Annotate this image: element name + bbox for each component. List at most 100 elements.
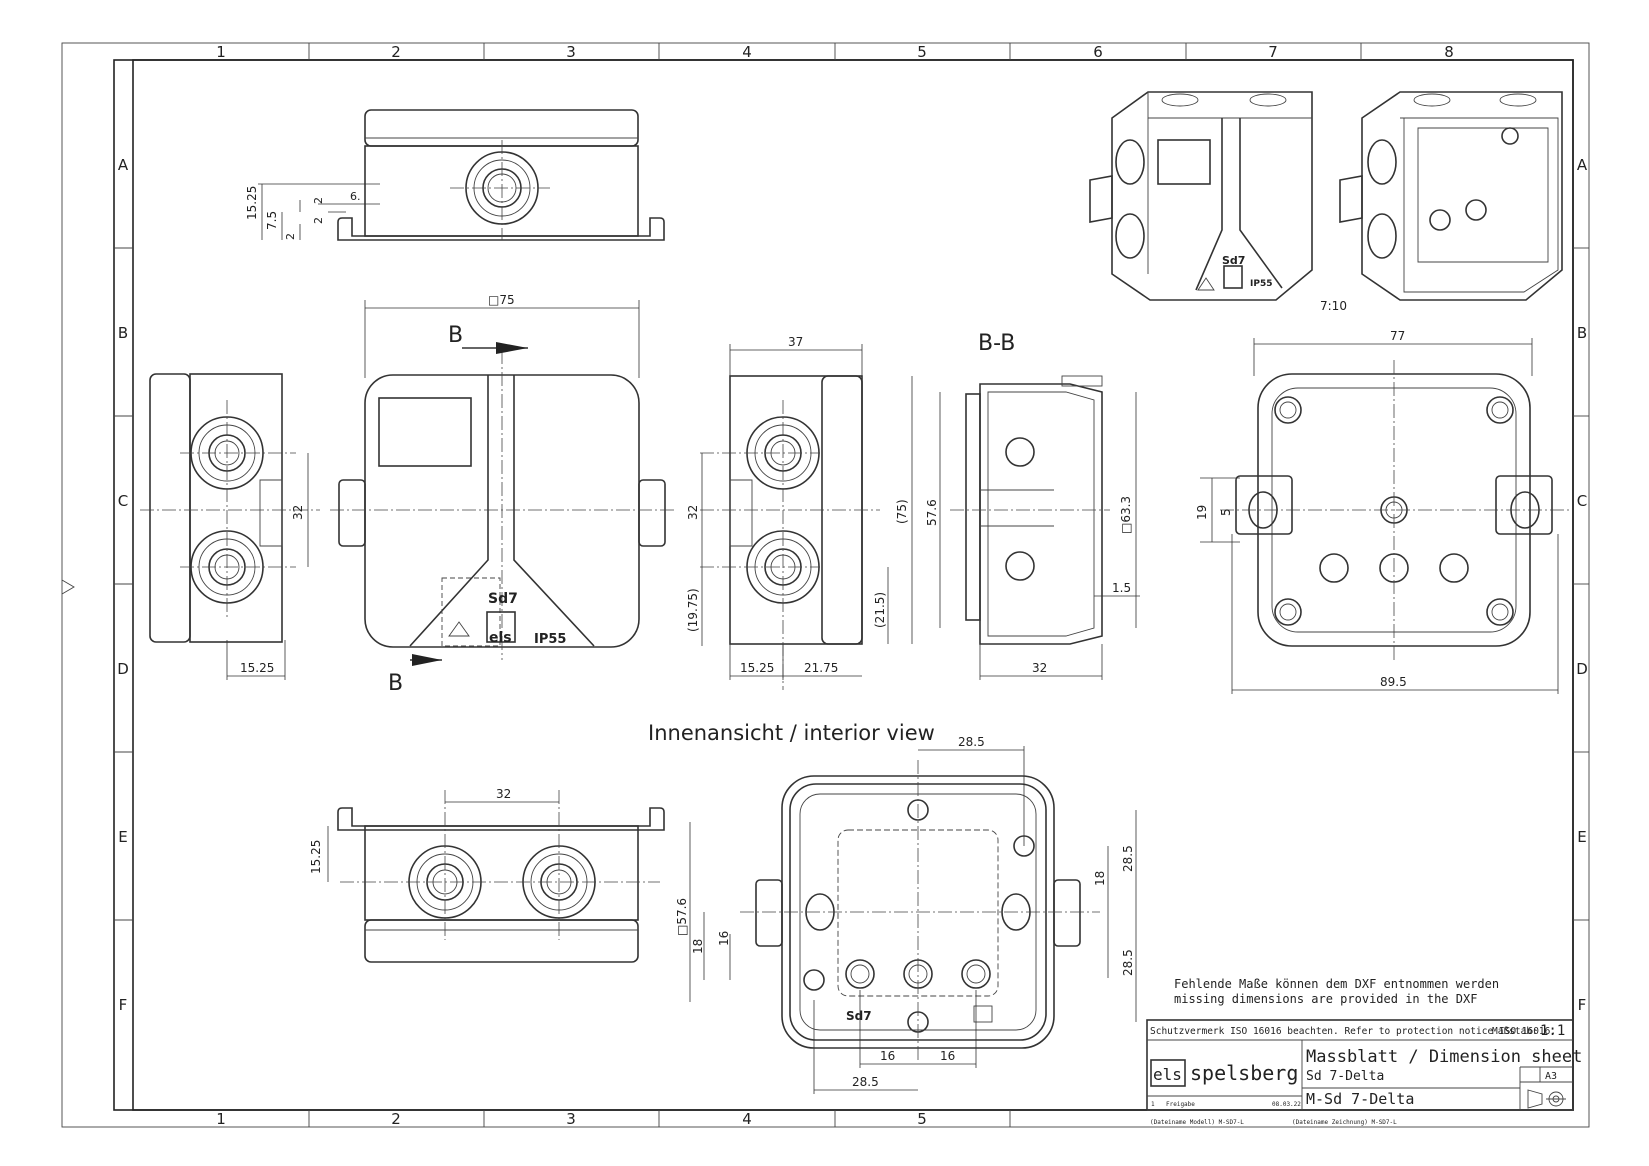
iso-vde-mark-icon xyxy=(1197,277,1215,291)
row-label-c: C xyxy=(118,492,128,510)
dim-top-2a: 2 xyxy=(284,233,297,240)
col-label-bottom-2: 2 xyxy=(391,1110,401,1128)
dim-side-15-25: 15.25 xyxy=(740,661,774,675)
section-arrow-top-icon xyxy=(496,342,528,354)
dim-side-75: (75) xyxy=(895,499,909,524)
dim-front-75: □75 xyxy=(488,293,515,307)
row-label-right-f: F xyxy=(1578,996,1587,1014)
interior-view: Sd7 28.5 □57.6 18 16 18 28.5 28.5 16 16 … xyxy=(675,735,1137,1094)
note-line-de: Fehlende Maße können dem DXF entnommen w… xyxy=(1174,977,1499,991)
left-side-view: 32 15.25 xyxy=(140,373,320,680)
drawing-frame: 1 2 3 4 5 6 7 8 1 2 3 4 5 A B C D E F A … xyxy=(61,42,1590,1128)
file-name-drawing: (Dateiname Zeichnung) M-SD7-L xyxy=(1292,1119,1397,1126)
drawing-number: M-Sd 7-Delta xyxy=(1306,1090,1414,1108)
dim-int-28-5-bottom: 28.5 xyxy=(852,1075,879,1089)
status: Freigabe xyxy=(1166,1101,1195,1108)
dim-sec-1-5: 1.5 xyxy=(1112,581,1131,595)
row-label-right-b: B xyxy=(1577,324,1587,342)
row-label-d: D xyxy=(117,660,129,678)
interior-els-mark-icon xyxy=(973,1005,993,1023)
note-line-en: missing dimensions are provided in the D… xyxy=(1174,992,1477,1006)
file-name-model: (Dateiname Modell) M-SD7-L xyxy=(1150,1119,1244,1126)
iso-mark-sd7: Sd7 xyxy=(1222,254,1245,267)
dim-int-28-5-top: 28.5 xyxy=(958,735,985,749)
row-label-right-a: A xyxy=(1577,156,1588,174)
dim-int-57-6: □57.6 xyxy=(675,898,689,936)
interior-view-title: Innenansicht / interior view xyxy=(648,721,935,745)
section-marker-bottom: B xyxy=(388,671,403,696)
dim-bot-32: 32 xyxy=(496,787,511,801)
projection-symbol-icon xyxy=(1527,1089,1566,1109)
dim-side-19-75: (19.75) xyxy=(686,588,700,632)
dim-int-16a: 16 xyxy=(880,1049,895,1063)
row-label-e: E xyxy=(118,828,127,846)
dim-right-5: 5 xyxy=(1219,508,1233,516)
dim-int-18-left: 18 xyxy=(691,939,705,954)
dim-top-15-25: 15.25 xyxy=(245,186,259,220)
dim-top-6: 6. xyxy=(350,190,361,203)
open-top-view: 77 19 5 89.5 xyxy=(1195,329,1570,694)
dim-side-21-75: 21.75 xyxy=(804,661,838,675)
dim-right-77: 77 xyxy=(1390,329,1405,343)
row-label-a: A xyxy=(118,156,129,174)
centering-mark-icon xyxy=(61,579,75,595)
mark-els: els xyxy=(489,630,512,646)
isometric-closed-view: Sd7 IP55 xyxy=(1089,91,1313,301)
section-arrow-bottom-icon xyxy=(412,654,442,666)
iso-mark-ip55: IP55 xyxy=(1250,279,1272,289)
section-marker-top: B xyxy=(448,323,463,348)
paper-format: A3 xyxy=(1545,1071,1557,1082)
sheet-title: Massblatt / Dimension sheet xyxy=(1306,1047,1582,1067)
section-title: B-B xyxy=(978,331,1015,356)
col-label-7: 7 xyxy=(1268,43,1278,61)
dim-int-16-left: 16 xyxy=(717,931,731,946)
col-label-2: 2 xyxy=(391,43,401,61)
bottom-view: 32 15.25 xyxy=(309,787,665,963)
col-label-6: 6 xyxy=(1093,43,1103,61)
top-view: 15.25 7.5 2 2 2 6. xyxy=(245,109,665,241)
col-label-3: 3 xyxy=(566,43,576,61)
dim-bot-15-25: 15.25 xyxy=(309,840,323,874)
mark-sd7: Sd7 xyxy=(488,591,518,607)
front-view: Sd7 IP55 els B B □75 xyxy=(330,293,675,696)
dim-right-89-5: 89.5 xyxy=(1380,675,1407,689)
vde-mark-icon xyxy=(448,621,470,637)
row-label-right-c: C xyxy=(1577,492,1587,510)
brand-mark: els xyxy=(1153,1065,1182,1084)
dim-top-2b: 2 xyxy=(312,197,325,204)
col-label-bottom-5: 5 xyxy=(917,1110,927,1128)
protection-notice: Schutzvermerk ISO 16016 beachten. Refer … xyxy=(1150,1026,1556,1037)
revision: 1 xyxy=(1151,1101,1155,1108)
scale-label: Maßstab: xyxy=(1492,1026,1538,1037)
right-side-view: 37 32 (19.75) (75) (21.5) 15.25 21.75 xyxy=(686,335,913,690)
row-label-f: F xyxy=(119,996,128,1014)
interior-mark-sd7: Sd7 xyxy=(846,1009,872,1023)
dim-sec-57-6: 57.6 xyxy=(925,499,939,526)
dim-sec-32: 32 xyxy=(1032,661,1047,675)
dim-side-32: 32 xyxy=(686,505,700,520)
row-label-right-d: D xyxy=(1576,660,1588,678)
dim-int-28-5-right-top: 28.5 xyxy=(1121,845,1135,872)
row-label-right-e: E xyxy=(1577,828,1586,846)
col-label-5: 5 xyxy=(917,43,927,61)
dim-right-19: 19 xyxy=(1195,505,1209,520)
dim-int-28-5-right-bot: 28.5 xyxy=(1121,949,1135,976)
els-logo-box xyxy=(486,611,516,643)
title-block: Schutzvermerk ISO 16016 beachten. Refer … xyxy=(1146,1019,1582,1111)
els-logo-icon xyxy=(1150,1059,1186,1087)
iso-scale: 7:10 xyxy=(1320,299,1347,313)
dim-int-16b: 16 xyxy=(940,1049,955,1063)
col-label-8: 8 xyxy=(1444,43,1454,61)
isometric-open-view xyxy=(1339,91,1563,301)
dim-side-21-5: (21.5) xyxy=(873,592,887,628)
section-b-b-view: B-B 57.6 □63.3 1.5 32 xyxy=(925,331,1140,680)
mark-ip55: IP55 xyxy=(534,632,566,647)
dim-left-32: 32 xyxy=(291,505,305,520)
dim-side-37: 37 xyxy=(788,335,803,349)
col-label-1: 1 xyxy=(216,43,226,61)
product-name: Sd 7-Delta xyxy=(1306,1069,1384,1084)
col-label-bottom-4: 4 xyxy=(742,1110,752,1128)
row-label-b: B xyxy=(118,324,128,342)
dim-top-2c: 2 xyxy=(312,217,325,224)
